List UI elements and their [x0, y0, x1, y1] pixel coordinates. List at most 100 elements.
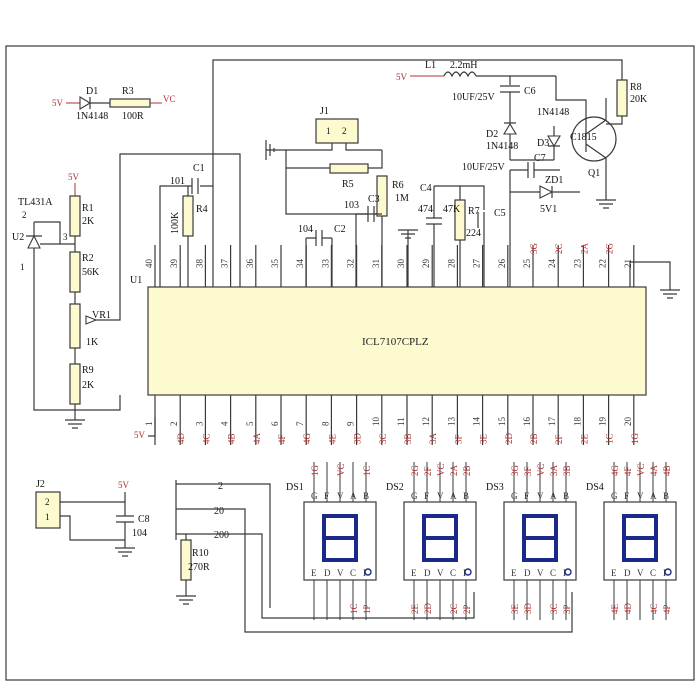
- ic-bottom-pin-net: 4C: [201, 433, 211, 444]
- display-top-pin-label: B: [363, 491, 369, 501]
- display-bottom-pin-label: V: [437, 568, 444, 578]
- c7-val: 10UF/25V: [462, 162, 506, 173]
- display-ref: DS4: [586, 482, 604, 493]
- ic-bottom-pin-net: 2B: [529, 433, 539, 444]
- display-ds3: DS3G3GF3FVVCA3AB3BE3ED3DVC3CP3P: [486, 462, 577, 620]
- display-bottom-pin-label: E: [411, 568, 417, 578]
- capacitor-c8-icon: [116, 515, 134, 523]
- resistor-r3: [109, 98, 151, 108]
- ic-top-pin-net: 3G: [529, 243, 539, 255]
- ic-top-pin-net: 2C: [554, 243, 564, 254]
- u2-pin2: 2: [22, 210, 27, 220]
- display-top-net: 2B: [462, 465, 472, 476]
- ic-top-pin-number: 36: [245, 259, 255, 269]
- c2-val: 104: [298, 224, 313, 235]
- display-top-pin-label: B: [563, 491, 569, 501]
- resistor-r5: [329, 163, 369, 174]
- r8-ref: R8: [630, 82, 642, 93]
- seven-segment-displays: DS1G1GFVVCAB1CEDVC1CP1PDS2G2GF2FVVCA2AB2…: [286, 462, 677, 620]
- ic-bottom-pin-number: 6: [270, 421, 280, 426]
- ic-bottom-pin-net: 2E: [579, 434, 589, 445]
- r3-val: 100R: [122, 111, 144, 122]
- display-decimal-point: [664, 568, 672, 576]
- ic-top-pin-number: 22: [598, 259, 608, 268]
- j2-pin2: 2: [45, 497, 50, 507]
- potentiometer-vr1: [69, 303, 81, 349]
- d2-ref: D2: [486, 129, 498, 140]
- ic-top-pin-number: 21: [623, 259, 633, 268]
- c3-val: 103: [344, 200, 359, 211]
- display-top-pin-label: G: [411, 491, 418, 501]
- resistor-r4: [182, 195, 194, 237]
- ic-bottom-pin-number: 15: [497, 417, 507, 427]
- ic-top-pin-net: 2A: [579, 243, 589, 255]
- display-bottom-net: 4C: [649, 603, 659, 614]
- net-5v: 5V: [52, 98, 64, 108]
- d1-ref: D1: [86, 86, 98, 97]
- ic-body: [147, 286, 647, 396]
- capacitor-c2-icon: [315, 230, 323, 246]
- connector-j1: [315, 118, 359, 144]
- display-top-pin-label: B: [663, 491, 669, 501]
- ic-bottom-pin-net: 4A: [252, 433, 262, 445]
- ic-top-pin-number: 40: [144, 259, 154, 269]
- r2-val: 56K: [82, 267, 100, 278]
- ic-bottom-pin-number: 11: [396, 417, 406, 426]
- net-5v-c8: 5V: [118, 480, 130, 490]
- display-bottom-pin-label: E: [511, 568, 517, 578]
- j2-pin1: 1: [45, 512, 50, 522]
- ic-bottom-pin-number: 20: [623, 417, 633, 427]
- d3-val: 1N4148: [537, 107, 569, 118]
- display-top-pin-label: F: [424, 491, 429, 501]
- voltage-reference-section: 5V R1 2K R2 56K VR1 1K R9 2K TL431A U2 2…: [12, 172, 121, 429]
- ic-bottom-pin-net: 4B: [227, 433, 237, 444]
- diode-d2-icon: [503, 122, 517, 135]
- display-top-net: 4B: [662, 465, 672, 476]
- c1-val: 101: [170, 176, 185, 187]
- display-top-net: 2A: [449, 465, 459, 477]
- resistor-r2: [69, 251, 81, 293]
- ic-top-pin-number: 38: [194, 259, 204, 269]
- u2-ref: U2: [12, 232, 24, 243]
- ic-top-pin-number: 39: [169, 259, 179, 269]
- q1-val: C1815: [570, 132, 597, 143]
- ic-bottom-pin-net: 3C: [378, 433, 388, 444]
- c6-val: 10UF/25V: [452, 92, 496, 103]
- ic-top-pin-number: 37: [220, 259, 230, 269]
- r2-ref: R2: [82, 253, 94, 264]
- oscillator-section: C1 101 R4 100K: [95, 153, 241, 321]
- ic-bottom-pin-net: 2F: [554, 434, 564, 444]
- power-supply-section: 5V L1 2.2mH C6 10UF/25V D2 1N4148 1N4148…: [396, 60, 648, 287]
- r3-ref: R3: [122, 86, 134, 97]
- ic-bottom-pin-net: 3D: [353, 433, 363, 445]
- display-bottom-pin-label: D: [324, 568, 331, 578]
- display-bottom-pin-label: C: [650, 568, 656, 578]
- display-top-net: 3A: [549, 465, 559, 477]
- zd1-ref: ZD1: [545, 175, 563, 186]
- c8-val: 104: [132, 528, 147, 539]
- q1-ref: Q1: [588, 168, 600, 179]
- ic-bottom-pin-number: 10: [371, 417, 381, 427]
- display-top-net: 2F: [423, 466, 433, 476]
- display-top-pin-label: V: [637, 491, 644, 501]
- r1-val: 2K: [82, 216, 95, 227]
- ic-bottom-pin-net: 1G: [630, 433, 640, 445]
- display-ds1: DS1G1GFVVCAB1CEDVC1CP1P: [286, 462, 377, 620]
- display-top-net: VC: [636, 463, 646, 476]
- ic-bottom-pin-net: 3B: [403, 433, 413, 444]
- dp-20: 20: [214, 506, 224, 517]
- ic-top-pin-number: 28: [446, 259, 456, 269]
- ic-bottom-pin-number: 17: [547, 417, 557, 427]
- r6-ref: R6: [392, 180, 404, 191]
- display-bottom-net: 3E: [510, 604, 520, 615]
- display-top-pin-label: F: [524, 491, 529, 501]
- r7-val2: 224: [466, 228, 481, 239]
- c3-ref: C3: [368, 194, 380, 205]
- display-top-net: 4F: [623, 466, 633, 476]
- display-bottom-net: 3P: [562, 604, 572, 614]
- display-top-pin-label: F: [324, 491, 329, 501]
- ic-part: ICL7107CPLZ: [362, 336, 429, 348]
- ic-bottom-pin-net: 4E: [327, 434, 337, 445]
- r1-ref: R1: [82, 203, 94, 214]
